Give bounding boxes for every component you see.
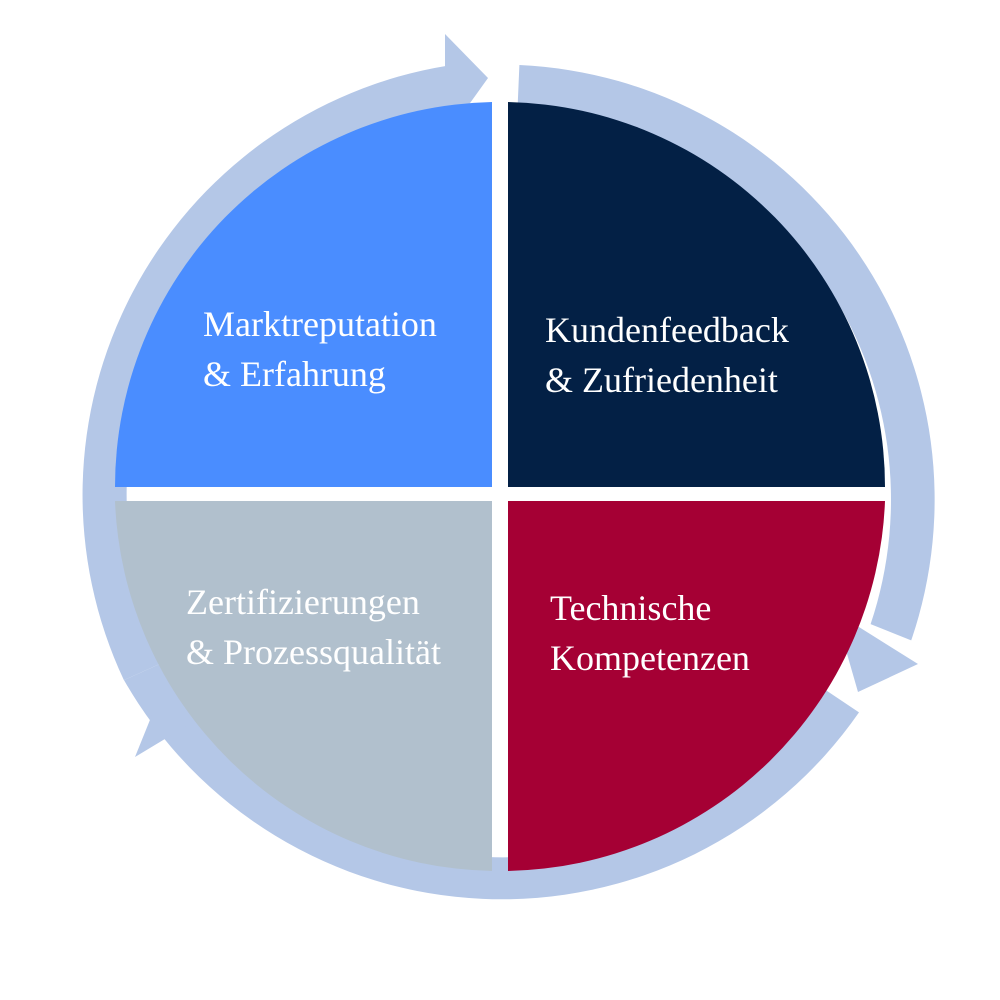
quadrant-bottom-right: [508, 501, 885, 871]
quadrants: [114, 102, 885, 871]
label-bottom-left-line1: Zertifizierungen: [186, 582, 420, 622]
label-top-right-line2: & Zufriedenheit: [545, 360, 778, 400]
label-top-left-line2: & Erfahrung: [203, 354, 386, 394]
label-top-left: Marktreputation & Erfahrung: [203, 304, 446, 394]
label-top-right-line1: Kundenfeedback: [545, 310, 789, 350]
quadrant-labels: Marktreputation & Erfahrung Kundenfeedba…: [186, 304, 798, 678]
quadrant-bottom-left: [115, 501, 492, 871]
quadrant-top-left: [114, 102, 492, 487]
label-top-left-line1: Marktreputation: [203, 304, 437, 344]
ring-segment-bottom: [124, 662, 859, 900]
label-bottom-left-line2: & Prozessqualität: [186, 632, 441, 672]
label-bottom-left: Zertifizierungen & Prozessqualität: [186, 582, 441, 672]
label-bottom-right: Technische Kompetenzen: [550, 588, 750, 678]
label-bottom-right-line1: Technische: [550, 588, 711, 628]
label-bottom-right-line2: Kompetenzen: [550, 638, 750, 678]
quadrant-top-right: [508, 102, 885, 487]
label-top-right: Kundenfeedback & Zufriedenheit: [545, 310, 798, 400]
